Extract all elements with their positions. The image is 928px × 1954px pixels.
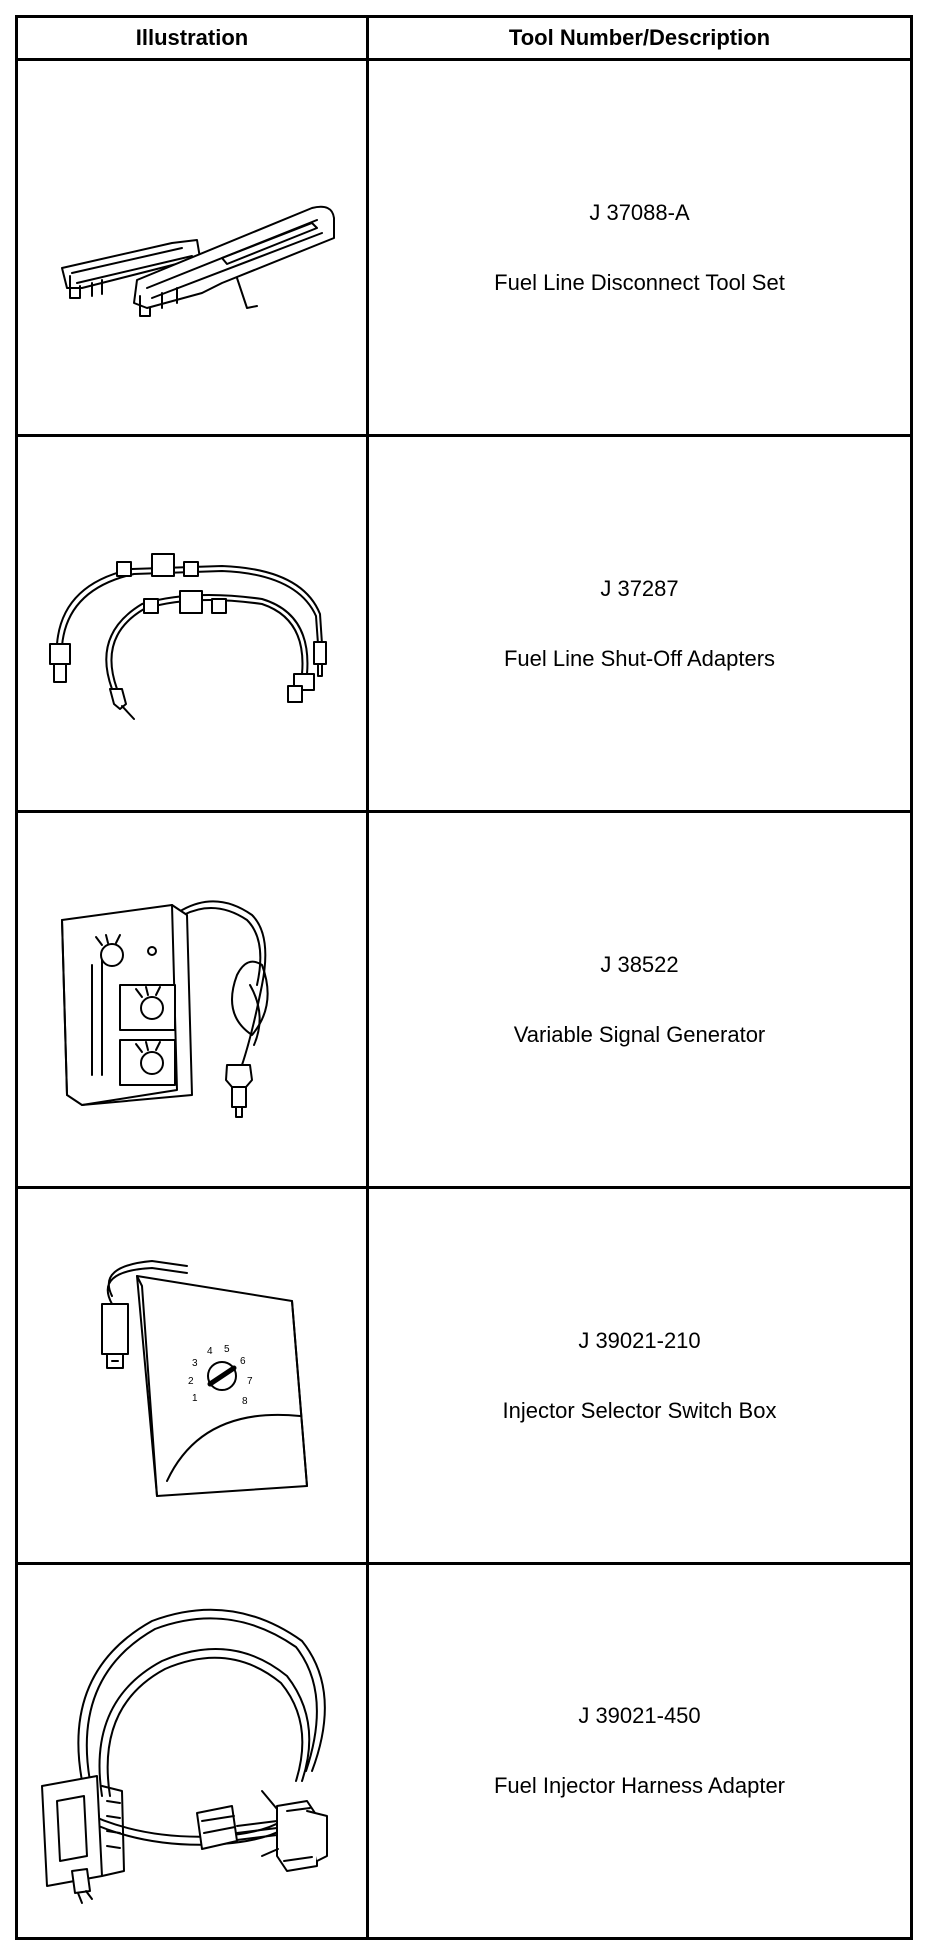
description-cell: J 39021-450 Fuel Injector Harness Adapte…	[369, 1565, 910, 1937]
row-divider	[18, 1186, 910, 1189]
table-row: J 37287 Fuel Line Shut-Off Adapters	[18, 437, 910, 810]
illustration-cell	[18, 61, 369, 434]
tool-number: J 37088-A	[589, 199, 690, 225]
illustration-cell	[18, 1565, 369, 1937]
dial-label-2: 2	[188, 1376, 194, 1387]
injector-selector-switch-box-icon: 1 2 3 4 5 6 7 8	[101, 1259, 308, 1497]
table-row: J 39021-450 Fuel Injector Harness Adapte…	[18, 1565, 910, 1937]
fuel-line-shutoff-adapters-icon	[49, 552, 327, 720]
illustration-cell	[18, 437, 369, 810]
dial-label-6: 6	[240, 1356, 246, 1367]
table-header: Illustration Tool Number/Description	[18, 18, 910, 61]
header-tool-number-description: Tool Number/Description	[508, 25, 771, 50]
tool-number: J 38522	[600, 951, 679, 977]
table-row: 1 2 3 4 5 6 7 8 J 39021-210 Injector Sel…	[18, 1189, 910, 1562]
description-cell: J 37287 Fuel Line Shut-Off Adapters	[369, 437, 910, 810]
dial-label-3: 3	[192, 1358, 198, 1369]
fuel-injector-harness-adapter-icon	[41, 1608, 328, 1904]
illustration-cell	[18, 813, 369, 1186]
description-cell: J 37088-A Fuel Line Disconnect Tool Set	[369, 61, 910, 434]
tool-description: Fuel Injector Harness Adapter	[493, 1773, 786, 1798]
description-cell: J 38522 Variable Signal Generator	[369, 813, 910, 1186]
fuel-line-disconnect-tool-icon	[61, 205, 335, 317]
row-divider	[18, 810, 910, 813]
dial-label-7: 7	[247, 1376, 253, 1387]
tool-table: Illustration Tool Number/Description J 3…	[15, 15, 913, 1940]
table-row: J 38522 Variable Signal Generator	[18, 813, 910, 1186]
header-illustration: Illustration	[18, 18, 369, 58]
dial-label-8: 8	[242, 1396, 248, 1407]
illustration-cell: 1 2 3 4 5 6 7 8	[18, 1189, 369, 1562]
tool-number: J 39021-450	[578, 1703, 701, 1728]
dial-label-5: 5	[224, 1344, 230, 1355]
tool-description: Variable Signal Generator	[513, 1021, 766, 1047]
dial-label-1: 1	[192, 1393, 198, 1404]
row-divider	[18, 434, 910, 437]
tool-description: Fuel Line Shut-Off Adapters	[503, 645, 776, 671]
description-cell: J 39021-210 Injector Selector Switch Box	[369, 1189, 910, 1562]
tool-description: Injector Selector Switch Box	[502, 1397, 777, 1423]
dial-label-4: 4	[207, 1346, 213, 1357]
variable-signal-generator-icon	[61, 899, 269, 1118]
row-divider	[18, 1562, 910, 1565]
tool-number: J 39021-210	[578, 1327, 701, 1353]
tool-number: J 37287	[600, 575, 679, 601]
table-row: J 37088-A Fuel Line Disconnect Tool Set	[18, 61, 910, 434]
tool-description: Fuel Line Disconnect Tool Set	[494, 269, 785, 295]
